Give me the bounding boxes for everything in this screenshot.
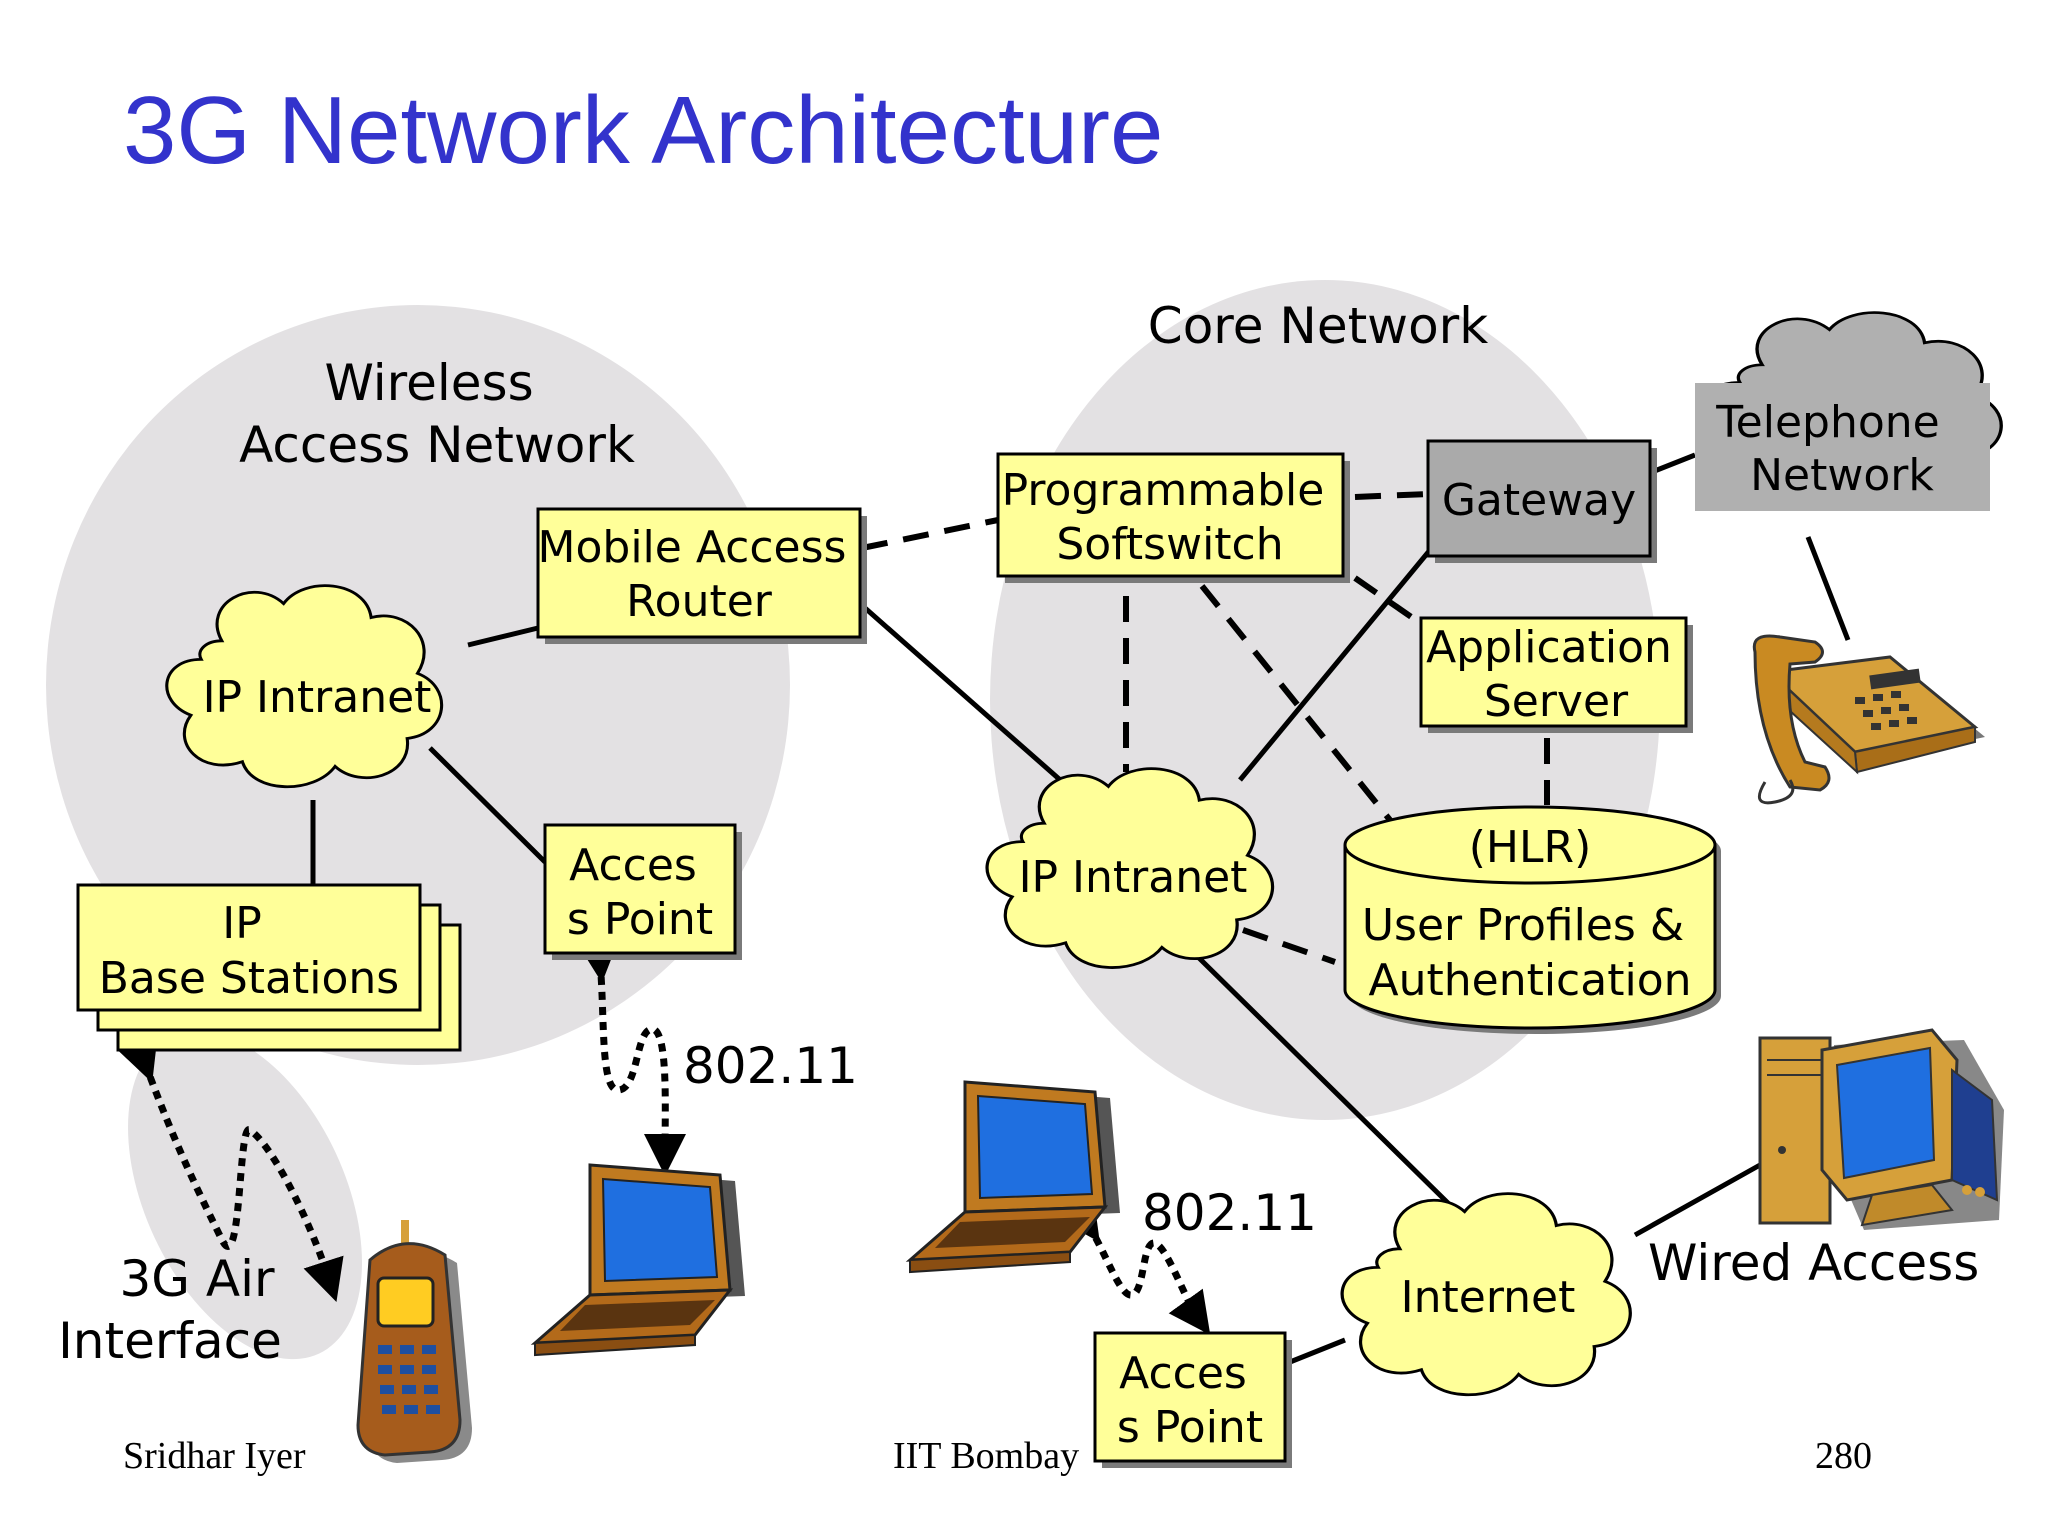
- cell-phone-icon: [356, 1220, 472, 1463]
- svg-text:User Profiles & Authenti: User Profiles & Authentication: [1362, 900, 1698, 1006]
- air-link-basestation-phone: [118, 1036, 344, 1302]
- slide-title: 3G Network Architecture: [123, 77, 1163, 184]
- application-server-label-1: Application: [1426, 622, 1672, 673]
- softswitch-label-1: Programmable: [1002, 465, 1325, 516]
- laptop-icon: [530, 1163, 745, 1357]
- access-point-right-label-1: Acces: [1119, 1348, 1247, 1399]
- ip-base-stations-box: IP Base Stations: [76, 883, 462, 1052]
- ip-base-stations-label-2: Base Stations: [99, 953, 399, 1004]
- programmable-softswitch-box: Programmable Softswitch: [996, 452, 1350, 583]
- internet-label: Internet: [1401, 1272, 1576, 1323]
- telephone-network-cloud: Telephone Network: [1695, 310, 2003, 511]
- air-interface-label: 3G Air Interface: [58, 1250, 290, 1370]
- wireless-access-network-label: Wireless Access Network: [239, 354, 635, 474]
- gateway-box: Gateway: [1426, 439, 1657, 563]
- svg-text:Acces s Point: Acces s Point: [1117, 1348, 1263, 1453]
- access-point-left-label-1: Acces: [569, 840, 697, 891]
- access-point-left-label-2: s Point: [567, 894, 713, 945]
- wifi-link-left: [577, 939, 687, 1176]
- footer-author: Sridhar Iyer: [123, 1435, 306, 1477]
- link-router-core-intranet: [863, 606, 1077, 795]
- page-number: 280: [1815, 1435, 1872, 1477]
- svg-text:Acces s Point: Acces s Point: [567, 840, 713, 945]
- link-intranet-accesspoint: [428, 746, 547, 864]
- telephone-icon: [1752, 634, 1985, 805]
- ip-intranet-left-label: IP Intranet: [203, 672, 432, 723]
- footer-institution: IIT Bombay: [893, 1435, 1079, 1477]
- wifi-link-right: [1058, 1195, 1211, 1336]
- link-core-intranet-internet: [1196, 955, 1452, 1207]
- wifi-left-label: 802.11: [683, 1037, 858, 1095]
- gateway-label: Gateway: [1442, 475, 1636, 526]
- link-intranet-router: [467, 625, 539, 648]
- signal-softswitch-gateway: [1354, 491, 1429, 500]
- application-server-label-2: Server: [1484, 676, 1629, 727]
- ip-base-stations-label-1: IP: [222, 898, 262, 949]
- laptop-icon: [905, 1080, 1120, 1274]
- telephone-network-label-2: Network: [1750, 450, 1934, 501]
- desktop-computer-icon: [1758, 1028, 2004, 1230]
- svg-text:Application Server: Application Server: [1426, 622, 1686, 727]
- user-profiles-label-2: Authentication: [1369, 955, 1692, 1006]
- ip-intranet-core-label: IP Intranet: [1019, 852, 1248, 903]
- core-network-label: Core Network: [1148, 297, 1488, 355]
- signal-softswitch-hlr: [1199, 584, 1393, 822]
- link-internet-accesspoint: [1289, 1337, 1346, 1365]
- svg-text:Telephone Network: Telephone Network: [1715, 397, 1953, 501]
- mobile-access-router-box: Mobile Access Router: [536, 507, 867, 644]
- svg-text:Programmable Softswitch: Programmable Softswitch: [1002, 465, 1339, 570]
- access-point-right-label-2: s Point: [1117, 1402, 1263, 1453]
- signal-intranet-hlr: [1242, 927, 1336, 965]
- hlr-database: (HLR) User Profiles & Authentication: [1343, 805, 1721, 1034]
- wifi-right-label: 802.11: [1142, 1184, 1317, 1242]
- softswitch-label-2: Softswitch: [1056, 519, 1283, 570]
- link-core-intranet-gateway: [1238, 548, 1432, 782]
- link-gateway-telephone: [1651, 452, 1696, 475]
- signal-softswitch-appserver: [1353, 575, 1422, 626]
- signal-router-softswitch: [861, 517, 999, 551]
- mobile-access-router-label-2: Router: [626, 576, 773, 627]
- mobile-access-router-label-1: Mobile Access: [538, 522, 847, 573]
- svg-text:Mobile Access Router: Mobile Access Router: [538, 522, 861, 627]
- svg-text:IP Base Stations: IP Base Stations: [99, 898, 399, 1004]
- access-point-left-box: Acces s Point: [543, 823, 742, 960]
- hlr-label: (HLR): [1469, 822, 1592, 873]
- application-server-box: Application Server: [1419, 616, 1693, 733]
- user-profiles-label-1: User Profiles &: [1362, 900, 1684, 951]
- access-point-right-box: Acces s Point: [1093, 1331, 1292, 1468]
- link-telephone-phone: [1805, 536, 1851, 641]
- link-internet-wired: [1633, 1162, 1762, 1238]
- wired-access-label: Wired Access: [1648, 1234, 1979, 1292]
- telephone-network-label-1: Telephone: [1715, 397, 1939, 448]
